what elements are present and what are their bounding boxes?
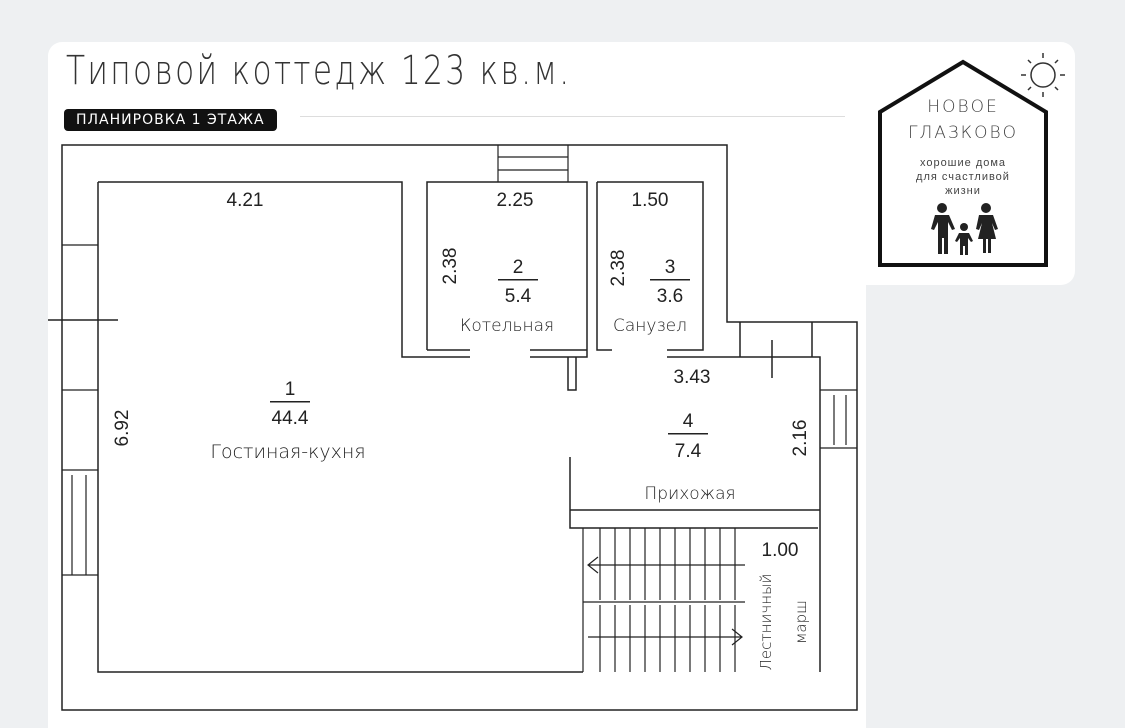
room-1-area: 44.4 [272,408,309,429]
room-2: 2.25 2.38 2 5.4 Котельная [440,190,554,336]
room-4-area: 7.4 [675,441,702,462]
room-1-width: 4.21 [227,190,264,211]
room-1-name: Гостиная-кухня [210,441,365,463]
room-3-area: 3.6 [657,286,683,307]
room-2-area: 5.4 [505,286,532,307]
floor-badge: ПЛАНИРОВКА 1 ЭТАЖА [64,109,277,131]
logo-tagline-1: хорошие дома [920,157,1006,169]
room-1-length: 6.92 [112,410,133,447]
room-3-number: 3 [665,257,676,278]
room-3-length: 2.38 [608,250,629,287]
room-4-name: Прихожая [644,484,735,504]
plan-card [48,42,1075,285]
room-3-name: Санузел [613,316,687,336]
stairs [582,528,745,672]
room-1-number: 1 [285,379,296,400]
logo-tagline-2: для счастливой [916,171,1010,183]
room-1: 4.21 6.92 1 44.4 Гостиная-кухня [112,190,366,463]
room-3-width: 1.50 [632,190,669,211]
title-underline [300,116,845,117]
room-4-width: 3.43 [674,367,711,388]
stairs-name-1: Лестничный [757,574,775,671]
logo-house-outline [878,59,1048,267]
family-icon [931,203,998,255]
stair-labels: 1.00 Лестничный марш [757,540,810,670]
logo: НОВОЕ ГЛАЗКОВО хорошие дома для счастлив… [878,53,1065,267]
room-4-length: 2.16 [790,420,811,457]
sun-icon [1021,53,1065,97]
walls [48,144,858,711]
stairs-name-2: марш [792,600,810,644]
page-title: Типовой коттедж 123 кв.м. [66,48,572,94]
logo-tagline-3: жизни [945,185,981,197]
room-3: 1.50 2.38 3 3.6 Санузел [608,190,690,336]
room-4: 3.43 2.16 4 7.4 Прихожая [644,367,811,504]
room-2-number: 2 [513,257,524,278]
logo-line-2: ГЛАЗКОВО [908,123,1018,143]
logo-line-1: НОВОЕ [927,97,998,117]
room-4-number: 4 [683,411,694,432]
room-2-name: Котельная [460,316,554,336]
windows [62,145,857,576]
plan-card-lower [48,270,866,728]
room-2-length: 2.38 [440,248,461,285]
stairs-width: 1.00 [762,540,799,561]
room-2-width: 2.25 [497,190,534,211]
